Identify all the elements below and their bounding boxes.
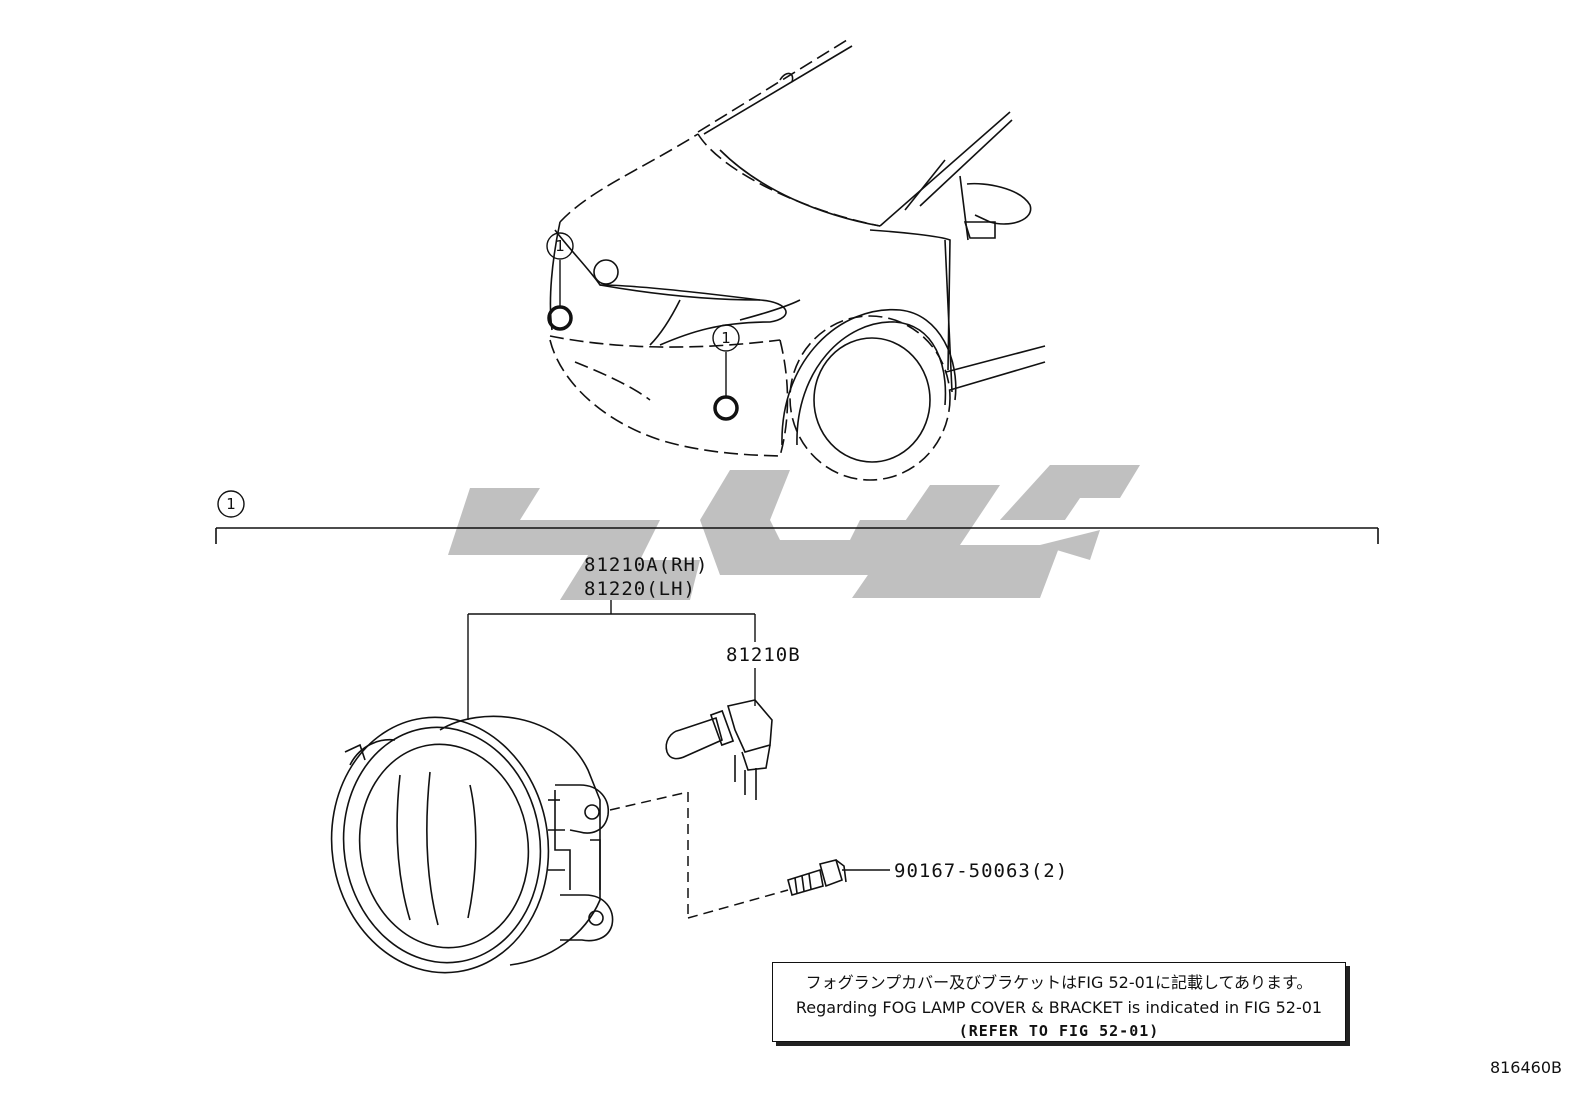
callout-number: 1: [226, 495, 236, 513]
callout-number: 1: [555, 237, 565, 255]
part-leaders: [467, 600, 890, 871]
vehicle-outline: [547, 39, 1046, 481]
part-number-bulb: 81210B: [726, 644, 801, 666]
screw: [787, 859, 847, 896]
callout-number: 1: [721, 329, 731, 347]
assembly-bracket: [215, 527, 1379, 544]
part-number-lamp-lh: 81220(LH): [584, 578, 696, 600]
note-refer: (REFER TO FIG 52-01): [958, 1022, 1160, 1040]
fog-lamp-bulb: [665, 699, 773, 800]
installation-guides: [609, 791, 789, 919]
fog-lamp: [330, 715, 614, 974]
vehicle-callout-numbers: 1 1 1: [226, 237, 731, 513]
watermark-logo: [448, 465, 1140, 600]
note-japanese: フォグランプカバー及びブラケットはFIG 52-01に記載してあります。: [805, 973, 1313, 992]
note-english: Regarding FOG LAMP COVER & BRACKET is in…: [795, 998, 1323, 1017]
part-number-screw: 90167-50063(2): [894, 860, 1069, 882]
figure-code: 816460B: [1489, 1058, 1562, 1077]
part-number-lamp-rh: 81210A(RH): [584, 554, 709, 576]
vehicle-callouts: [217, 232, 740, 518]
reference-note: フォグランプカバー及びブラケットはFIG 52-01に記載してあります。 Reg…: [772, 962, 1346, 1042]
